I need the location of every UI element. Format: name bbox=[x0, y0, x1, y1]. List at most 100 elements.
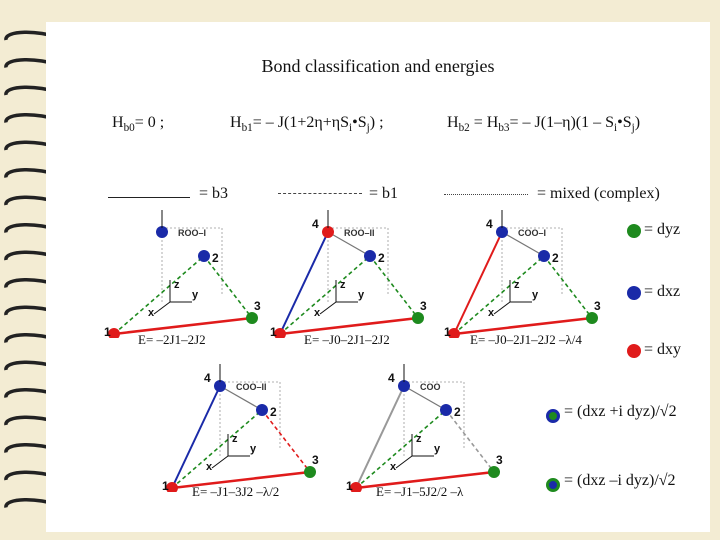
site-label-3: 3 bbox=[312, 453, 319, 467]
site-label-4: 4 bbox=[204, 371, 211, 385]
b1-line-sample bbox=[278, 193, 362, 194]
hamiltonian-hb0: Hb0= 0 ; bbox=[112, 114, 165, 135]
cluster-label: COO bbox=[420, 382, 441, 392]
dxy-dot-icon bbox=[627, 344, 641, 358]
diagram-coo-ii: zy x COO–II 1 2 3 4 bbox=[162, 364, 319, 492]
energy-coo-i: E= –J0–2J1–2J2 –λ/4 bbox=[470, 332, 582, 347]
x-axis bbox=[319, 301, 337, 315]
b1-label: = b1 bbox=[369, 185, 399, 202]
axis-label-y: y bbox=[192, 289, 199, 301]
bond-1-4 bbox=[453, 231, 503, 335]
axis-label-x: x bbox=[206, 461, 213, 473]
bond-1-3 bbox=[355, 470, 495, 490]
site-2 bbox=[538, 250, 550, 262]
hamiltonian-hb2: Hb2 = Hb3= – J(1–η)(1 – Si•Sj) bbox=[447, 114, 641, 135]
axis-label-x: x bbox=[488, 307, 495, 319]
bond-1-4 bbox=[279, 231, 329, 335]
site-1 bbox=[108, 328, 120, 338]
bond-2-3 bbox=[261, 409, 311, 473]
site-3 bbox=[304, 466, 316, 478]
site-label-3: 3 bbox=[594, 299, 601, 313]
site-1 bbox=[448, 328, 460, 338]
axis-label-x: x bbox=[314, 307, 321, 319]
cluster-label: COO–II bbox=[236, 382, 267, 392]
bond-1-3 bbox=[453, 316, 593, 336]
cluster-label: ROO–II bbox=[344, 228, 375, 238]
axis-label-x: x bbox=[148, 307, 155, 319]
bond-1-3 bbox=[279, 316, 419, 336]
energy-coo: E= –J1–5J2/2 –λ bbox=[376, 484, 464, 499]
site-2 bbox=[440, 404, 452, 416]
bond-2-3 bbox=[203, 255, 253, 319]
site-label-2: 2 bbox=[378, 251, 385, 265]
site-4 bbox=[398, 380, 410, 392]
site-label-1: 1 bbox=[270, 325, 277, 338]
bond-1-3 bbox=[113, 316, 253, 336]
bond-2-3 bbox=[445, 409, 495, 473]
site-label-2: 2 bbox=[212, 251, 219, 265]
site-2 bbox=[364, 250, 376, 262]
axis-label-y: y bbox=[358, 289, 365, 301]
site-3 bbox=[586, 312, 598, 324]
site-label-2: 2 bbox=[454, 405, 461, 419]
bond-1-2 bbox=[355, 409, 447, 489]
x-axis bbox=[211, 455, 229, 469]
site-label-1: 1 bbox=[162, 479, 169, 492]
energy-coo-ii: E= –J1–3J2 –λ/2 bbox=[192, 484, 280, 499]
mixed-line-sample bbox=[444, 194, 528, 195]
bond-1-2 bbox=[453, 255, 545, 335]
site-label-3: 3 bbox=[496, 453, 503, 467]
bond-1-2 bbox=[113, 255, 205, 335]
axis-label-y: y bbox=[250, 443, 257, 455]
axis-label-z: z bbox=[514, 279, 520, 291]
dyz-label: = dyz bbox=[644, 221, 681, 238]
site-1 bbox=[166, 482, 178, 492]
bond-4-2 bbox=[219, 385, 263, 411]
site-2 bbox=[198, 250, 210, 262]
site-label-1: 1 bbox=[346, 479, 353, 492]
site-4 bbox=[214, 380, 226, 392]
dxz-label: = dxz bbox=[644, 283, 681, 300]
site-label-2: 2 bbox=[270, 405, 277, 419]
cluster-label: ROO–I bbox=[178, 228, 206, 238]
plus-combination-icon bbox=[546, 409, 560, 423]
site-label-2: 2 bbox=[552, 251, 559, 265]
axis-label-y: y bbox=[434, 443, 441, 455]
x-axis bbox=[153, 301, 171, 315]
bond-1-4 bbox=[355, 385, 405, 489]
bond-4-2 bbox=[501, 231, 545, 257]
axis-label-y: y bbox=[532, 289, 539, 301]
site-label-3: 3 bbox=[420, 299, 427, 313]
site-4 bbox=[322, 226, 334, 238]
dxy-label: = dxy bbox=[644, 341, 682, 358]
site-1 bbox=[350, 482, 362, 492]
bond-1-4 bbox=[171, 385, 221, 489]
bond-2-3 bbox=[369, 255, 419, 319]
cluster-label: COO–I bbox=[518, 228, 546, 238]
axis-label-z: z bbox=[232, 433, 238, 445]
axis-label-z: z bbox=[174, 279, 180, 291]
site-label-4: 4 bbox=[312, 217, 319, 231]
site-label-4: 4 bbox=[486, 217, 493, 231]
energy-roo-i: E= –2J1–2J2 bbox=[138, 332, 206, 347]
site-4 bbox=[496, 226, 508, 238]
site-label-1: 1 bbox=[444, 325, 451, 338]
hamiltonian-hb1: Hb1= – J(1+2η+ηSi•Sj) ; bbox=[230, 114, 384, 135]
minus-combination-icon bbox=[546, 478, 560, 492]
b3-label: = b3 bbox=[199, 185, 229, 202]
site-3 bbox=[412, 312, 424, 324]
x-axis bbox=[395, 455, 413, 469]
mixed-label: = mixed (complex) bbox=[537, 185, 660, 202]
dyz-dot-icon bbox=[627, 224, 641, 238]
site-label-3: 3 bbox=[254, 299, 261, 313]
site-3 bbox=[488, 466, 500, 478]
slide: Bond classification and energies Hb0= 0 … bbox=[46, 22, 710, 532]
bond-1-2 bbox=[279, 255, 371, 335]
site-4 bbox=[156, 226, 168, 238]
plus-combination-label: = (dxz +i dyz)/√2 bbox=[564, 403, 677, 420]
bond-4-2 bbox=[403, 385, 447, 411]
bond-1-2 bbox=[171, 409, 263, 489]
